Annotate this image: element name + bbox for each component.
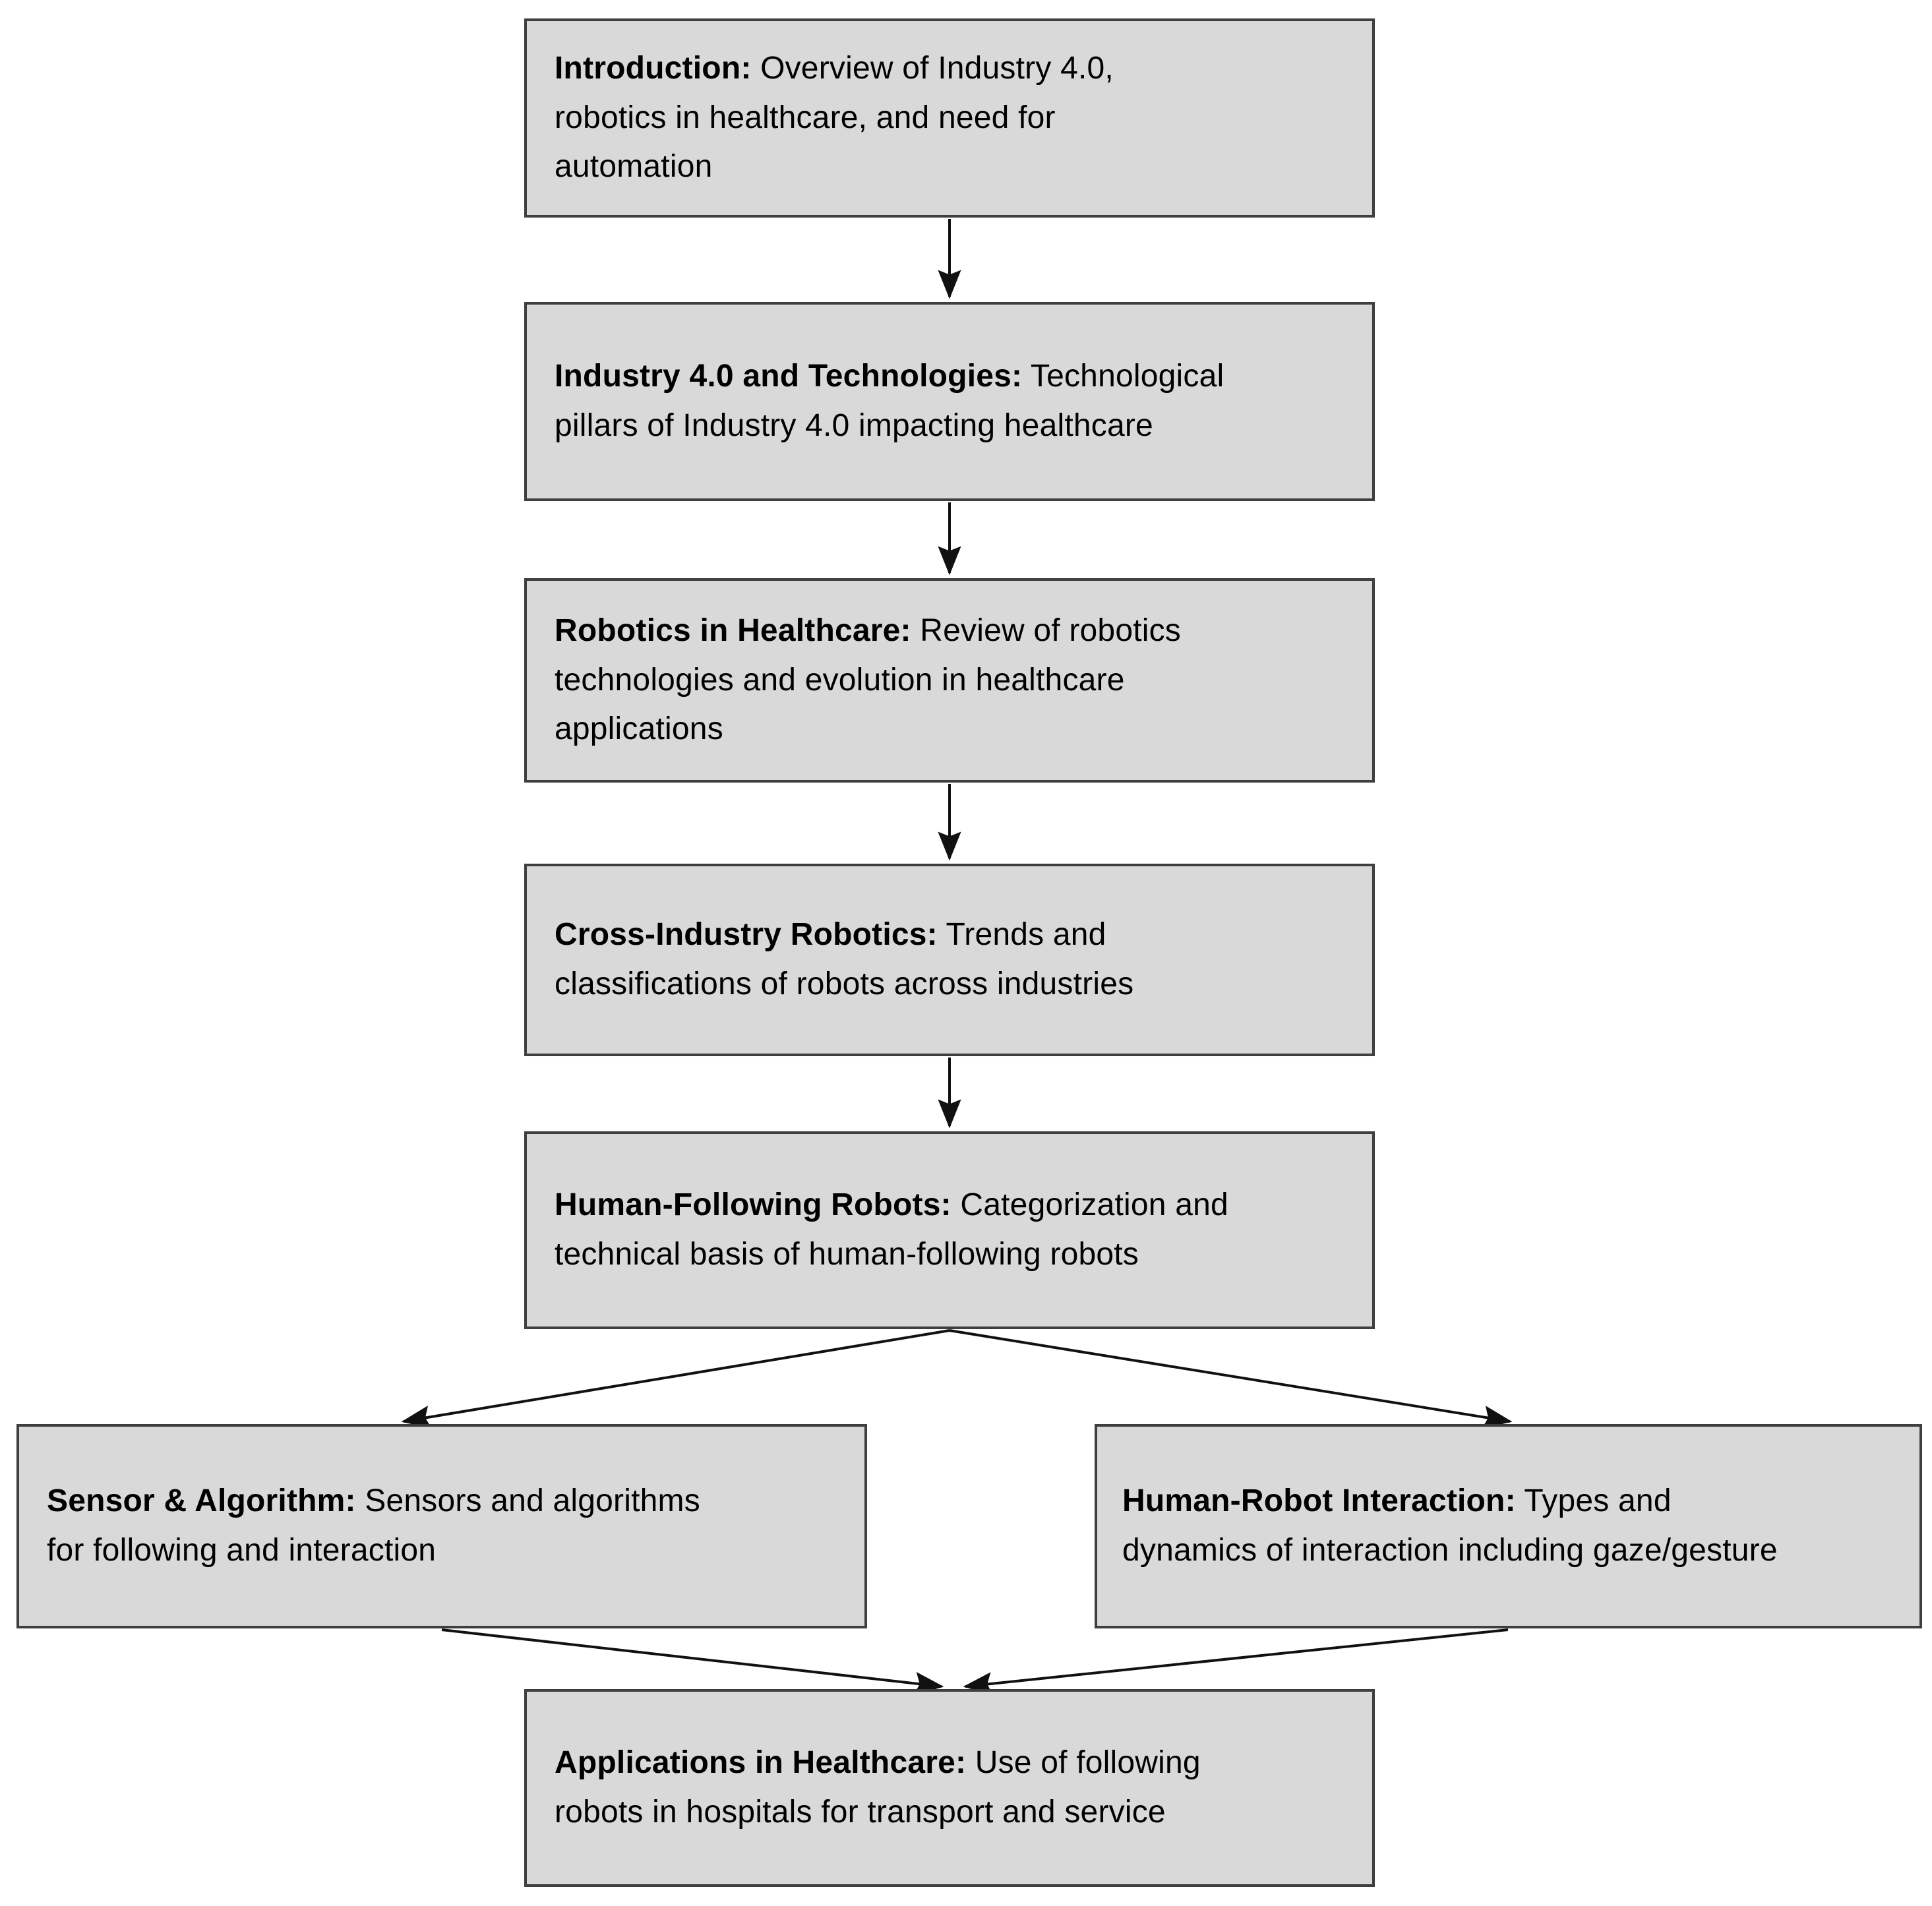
node-title: Human-Robot Interaction: (1122, 1483, 1516, 1519)
node-text: Human-Robot Interaction: Types and dynam… (1122, 1477, 1894, 1576)
flow-node-robotics-in-healthcare: Robotics in Healthcare: Review of roboti… (524, 578, 1375, 783)
flow-node-applications-in-healthcare: Applications in Healthcare: Use of follo… (524, 1689, 1375, 1887)
node-text: Cross-Industry Robotics: Trends and clas… (555, 910, 1344, 1009)
node-title: Cross-Industry Robotics: (555, 917, 938, 953)
node-body: Technological pillars of Industry 4.0 im… (555, 359, 1224, 443)
node-text: Sensor & Algorithm: Sensors and algorith… (47, 1477, 837, 1576)
node-body: Types and dynamics of interaction includ… (1122, 1483, 1778, 1568)
flow-node-cross-industry-robotics: Cross-Industry Robotics: Trends and clas… (524, 864, 1375, 1056)
node-title: Sensor & Algorithm: (47, 1483, 356, 1519)
node-text: Human-Following Robots: Categorization a… (555, 1181, 1344, 1280)
node-text: Industry 4.0 and Technologies: Technolog… (555, 352, 1344, 451)
node-body: Review of robotics technologies and evol… (555, 612, 1182, 747)
arrow-hri-to-applications (963, 1628, 1509, 1696)
node-title: Industry 4.0 and Technologies: (555, 359, 1023, 394)
flow-node-introduction: Introduction: Overview of Industry 4.0, … (524, 18, 1375, 218)
node-text: Introduction: Overview of Industry 4.0, … (555, 44, 1344, 193)
flow-node-human-robot-interaction: Human-Robot Interaction: Types and dynam… (1095, 1424, 1922, 1628)
node-body: Sensors and algorithms for following and… (47, 1483, 700, 1568)
node-body: Overview of Industry 4.0, robotics in he… (555, 50, 1114, 185)
node-title: Human-Following Robots: (555, 1187, 951, 1223)
node-body: Trends and classifications of robots acr… (555, 917, 1134, 1001)
flow-node-sensor-algorithm: Sensor & Algorithm: Sensors and algorith… (16, 1424, 867, 1628)
node-text: Applications in Healthcare: Use of follo… (555, 1739, 1344, 1837)
node-body: Use of following robots in hospitals for… (555, 1745, 1201, 1830)
node-text: Robotics in Healthcare: Review of roboti… (555, 607, 1344, 755)
node-body: Categorization and technical basis of hu… (555, 1187, 1228, 1272)
flow-node-industry-4-0: Industry 4.0 and Technologies: Technolog… (524, 302, 1375, 501)
node-title: Applications in Healthcare: (555, 1745, 967, 1781)
arrow-following-to-hri (949, 1329, 1513, 1429)
flow-node-human-following-robots: Human-Following Robots: Categorization a… (524, 1131, 1375, 1329)
arrow-following-to-sensor (401, 1329, 950, 1429)
arrow-sensor-to-applications (441, 1628, 944, 1695)
node-title: Robotics in Healthcare: (555, 612, 911, 648)
node-title: Introduction: (555, 50, 752, 86)
